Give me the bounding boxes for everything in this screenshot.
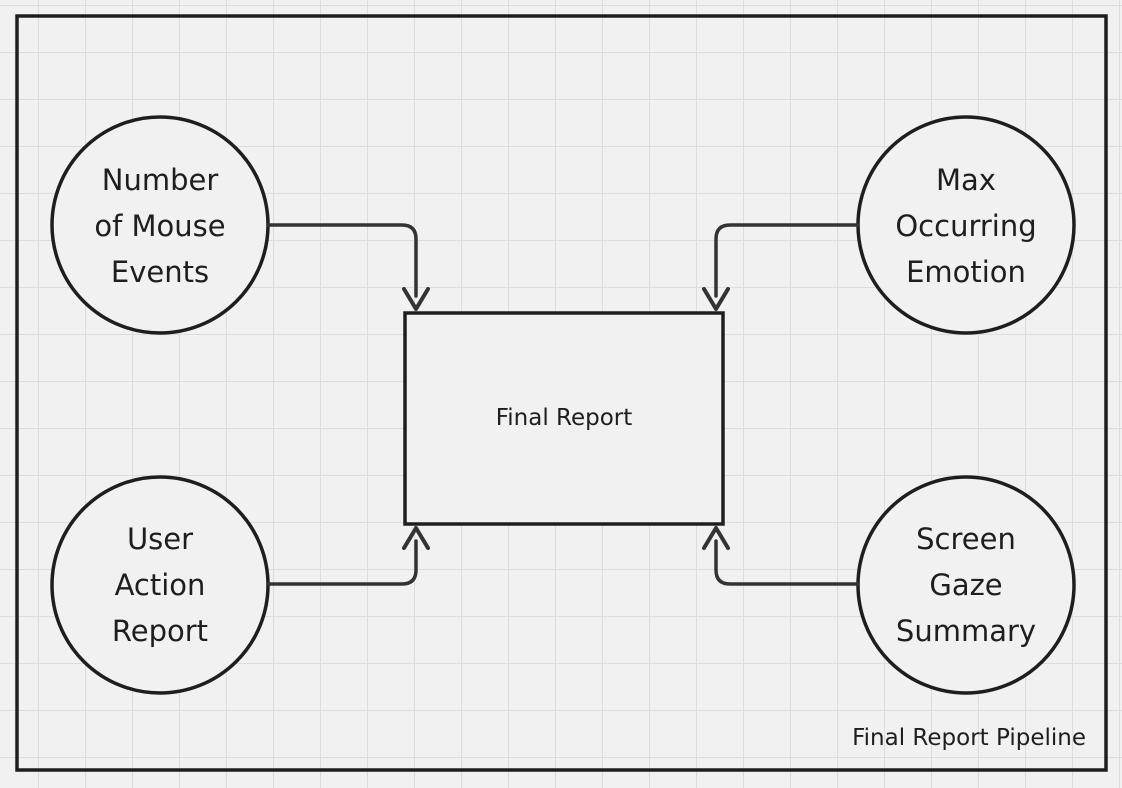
- node-label-line: Screen: [916, 522, 1016, 556]
- node-label-user-action: User Action Report: [70, 516, 250, 654]
- node-label-line: Action: [114, 568, 206, 602]
- edge-user-action-to-final-report: [266, 539, 418, 586]
- arrowhead-user-action: [402, 526, 430, 550]
- node-label-screen-gaze: Screen Gaze Summary: [876, 516, 1056, 654]
- node-label-line: Occurring: [895, 209, 1037, 243]
- final-report-box: [403, 311, 725, 526]
- node-label-mouse-events: Number of Mouse Events: [70, 157, 250, 295]
- node-label-line: Emotion: [906, 255, 1026, 289]
- node-label-max-emotion: Max Occurring Emotion: [876, 157, 1056, 295]
- node-label-line: of Mouse: [94, 209, 226, 243]
- arrowhead-max-emotion: [702, 287, 730, 311]
- pipeline-container-frame: [15, 14, 1108, 772]
- node-label-line: Max: [936, 163, 996, 197]
- node-label-line: Summary: [895, 614, 1037, 648]
- node-label-line: Events: [110, 255, 210, 289]
- arrowhead-mouse-events: [402, 287, 430, 311]
- node-label-line: User: [126, 522, 194, 556]
- arrowhead-screen-gaze: [702, 526, 730, 550]
- node-label-line: Gaze: [929, 568, 1003, 602]
- edge-screen-gaze-to-final-report: [714, 539, 860, 586]
- node-label-line: Report: [111, 614, 209, 648]
- final-report-label: Final Report: [495, 405, 633, 431]
- edge-mouse-events-to-final-report: [266, 223, 418, 298]
- pipeline-container-label: Final Report Pipeline: [852, 725, 1086, 751]
- node-label-line: Number: [101, 163, 219, 197]
- edge-max-emotion-to-final-report: [714, 223, 860, 298]
